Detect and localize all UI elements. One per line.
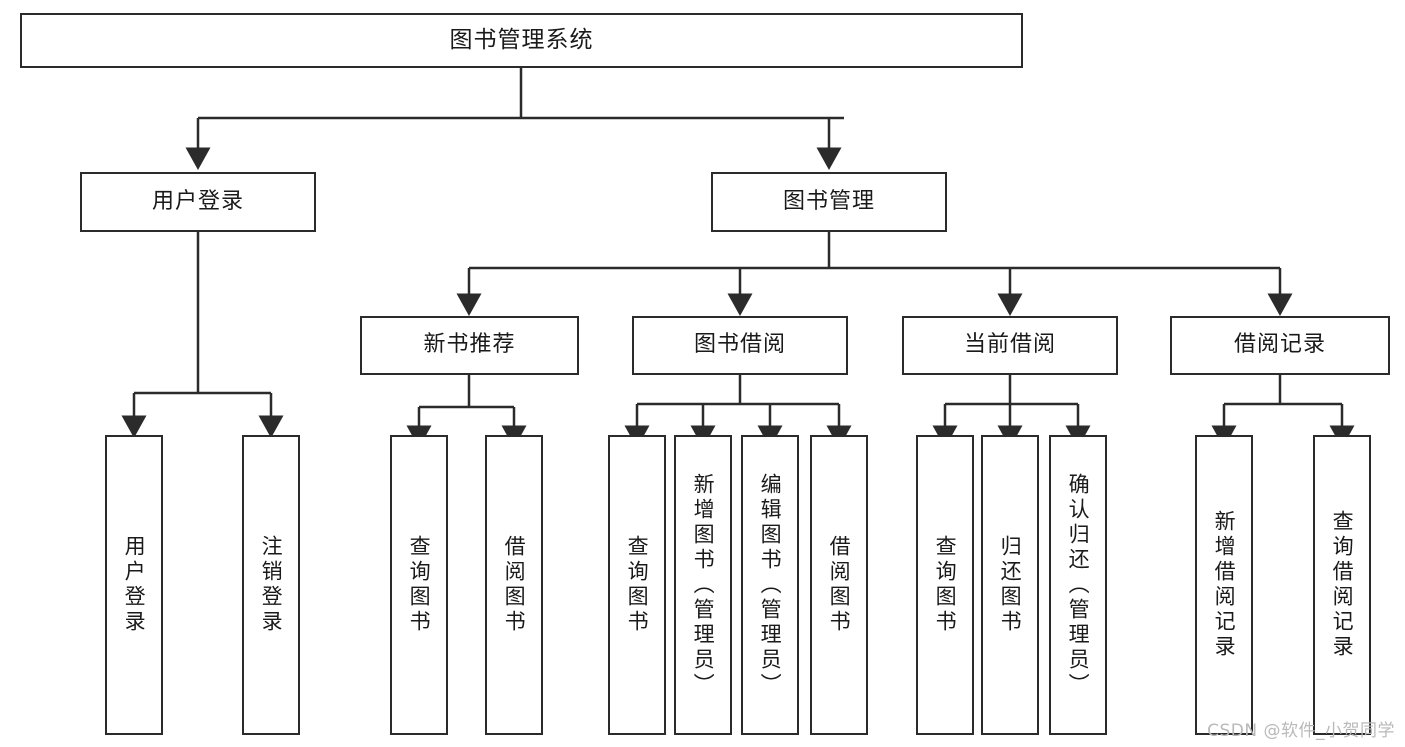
node-book-management[interactable]: 图书管理 <box>711 172 947 232</box>
node-current-borrow[interactable]: 当前借阅 <box>902 316 1118 375</box>
leaf-current-borrow-return-book[interactable]: 归还图书 <box>981 435 1039 735</box>
node-new-book-recommend-label: 新书推荐 <box>423 332 516 358</box>
node-user-login[interactable]: 用户登录 <box>80 172 316 232</box>
node-root-book-management-system[interactable]: 图书管理系统 <box>20 13 1023 68</box>
node-current-borrow-label: 当前借阅 <box>963 332 1056 358</box>
node-new-book-recommend[interactable]: 新书推荐 <box>360 316 579 375</box>
node-book-management-label: 图书管理 <box>782 188 875 214</box>
leaf-label: 新增图书（管理员） <box>691 472 716 698</box>
leaf-user-login-logout[interactable]: 注销登录 <box>242 435 300 735</box>
leaf-current-borrow-confirm-return-admin[interactable]: 确认归还（管理员） <box>1049 435 1107 735</box>
leaf-new-book-borrow-book[interactable]: 借阅图书 <box>485 435 543 735</box>
leaf-borrow-record-query-record[interactable]: 查询借阅记录 <box>1313 435 1371 735</box>
leaf-label: 查询图书 <box>933 535 958 635</box>
leaf-current-borrow-query-book[interactable]: 查询图书 <box>916 435 974 735</box>
node-borrow-record-label: 借阅记录 <box>1233 332 1326 358</box>
leaf-new-book-query-book[interactable]: 查询图书 <box>390 435 448 735</box>
leaf-book-borrow-borrow-book[interactable]: 借阅图书 <box>810 435 868 735</box>
leaf-label: 查询图书 <box>625 535 650 635</box>
csdn-watermark: CSDN @软件_小贺同学 <box>1207 721 1395 741</box>
leaf-label: 用户登录 <box>122 535 147 635</box>
leaf-book-borrow-query-book[interactable]: 查询图书 <box>608 435 666 735</box>
leaf-borrow-record-add-record[interactable]: 新增借阅记录 <box>1195 435 1253 735</box>
node-borrow-record[interactable]: 借阅记录 <box>1170 316 1390 375</box>
leaf-label: 查询图书 <box>407 535 432 635</box>
leaf-label: 新增借阅记录 <box>1212 510 1237 660</box>
leaf-book-borrow-edit-book-admin[interactable]: 编辑图书（管理员） <box>741 435 799 735</box>
leaf-label: 编辑图书（管理员） <box>758 472 783 698</box>
leaf-label: 确认归还（管理员） <box>1066 472 1091 698</box>
leaf-label: 借阅图书 <box>502 535 527 635</box>
leaf-label: 借阅图书 <box>827 535 852 635</box>
leaf-label: 归还图书 <box>998 535 1023 635</box>
leaf-book-borrow-add-book-admin[interactable]: 新增图书（管理员） <box>674 435 732 735</box>
node-book-borrow[interactable]: 图书借阅 <box>632 316 848 375</box>
leaf-user-login-login[interactable]: 用户登录 <box>105 435 163 735</box>
node-book-borrow-label: 图书借阅 <box>693 332 786 358</box>
node-root-label: 图书管理系统 <box>449 26 594 53</box>
node-user-login-label: 用户登录 <box>151 188 244 214</box>
leaf-label: 查询借阅记录 <box>1330 510 1355 660</box>
leaf-label: 注销登录 <box>259 535 284 635</box>
